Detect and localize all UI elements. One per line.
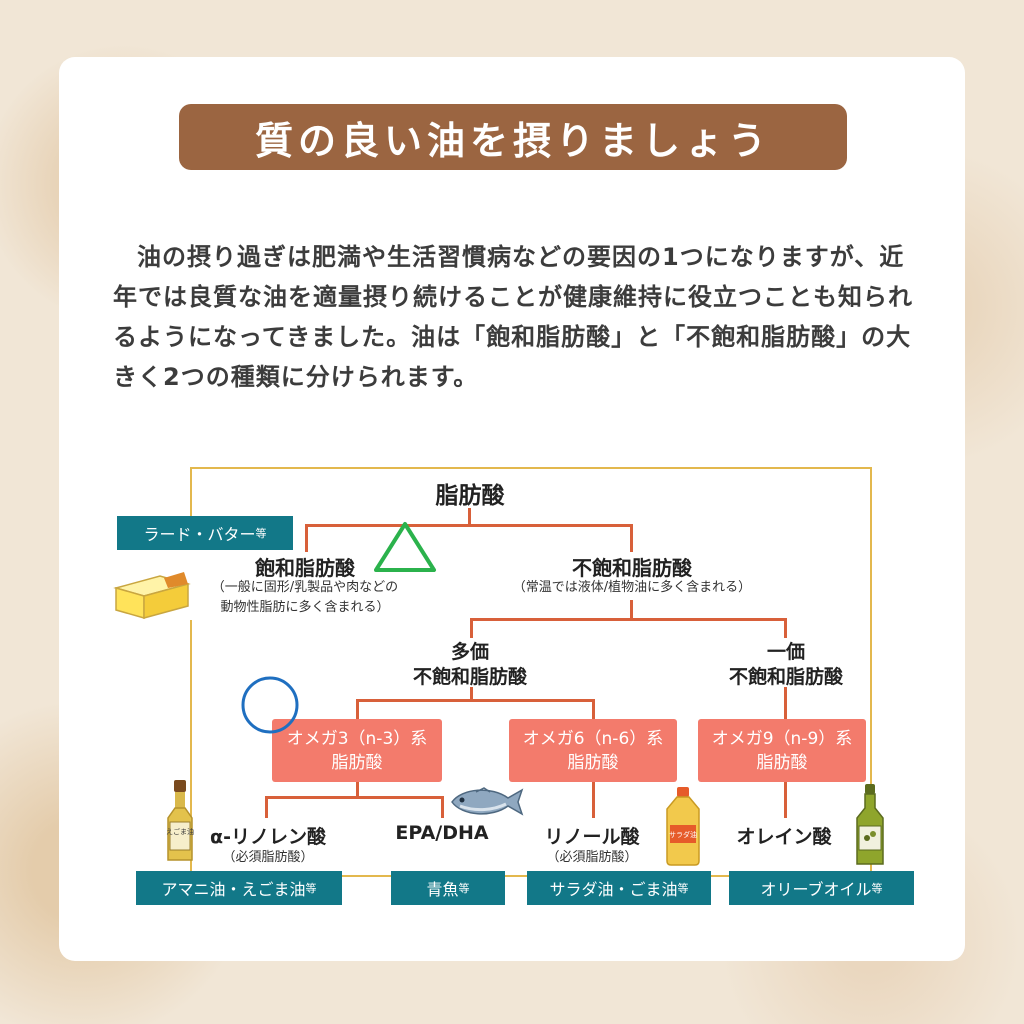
tag-salad-sesame-suffix: 等	[677, 882, 689, 895]
branch-o6-down	[592, 699, 595, 719]
branch-poly-down	[470, 618, 473, 638]
omega6-line2: 脂肪酸	[567, 752, 619, 773]
intro-paragraph: 油の摂り過ぎは肥満や生活習慣病などの要因の1つになりますが、近年では良質な油を適…	[113, 243, 913, 391]
tag-olive-oil: オリーブオイル等	[729, 871, 914, 905]
saturated-note-line1: （一般に固形/乳製品や肉などの	[211, 580, 399, 595]
tag-blue-fish-text: 青魚	[426, 880, 459, 899]
node-polyunsaturated-line2: 不飽和脂肪酸	[412, 666, 527, 688]
tag-lard-butter: ラード・バター等	[117, 516, 293, 550]
tag-olive-oil-text: オリーブオイル	[760, 880, 872, 899]
circle-mark-icon	[241, 676, 299, 734]
branch-poly-stem	[470, 687, 473, 701]
tag-salad-sesame-text: サラダ油・ごま油	[549, 880, 678, 899]
egoma-oil-bottle-icon: えごま油	[166, 780, 194, 861]
salad-oil-bottle-icon: サラダ油	[666, 787, 700, 866]
tag-blue-fish: 青魚等	[391, 871, 505, 905]
branch-o3-stem	[356, 782, 359, 798]
omega3-line1: オメガ3（n-3）系	[286, 728, 428, 749]
frame-line-left-lower	[190, 620, 192, 875]
node-saturated: 飽和脂肪酸	[255, 556, 355, 580]
branch-level3	[356, 699, 594, 702]
branch-epa-down	[441, 796, 444, 818]
node-unsaturated: 不飽和脂肪酸	[572, 556, 692, 580]
olive-oil-bottle-icon	[856, 784, 884, 865]
branch-o6-stem	[592, 782, 595, 818]
tag-blue-fish-suffix: 等	[458, 882, 470, 895]
tag-flaxseed-egoma-oil: アマニ油・えごま油等	[136, 871, 342, 905]
branch-mono-stem	[784, 687, 787, 719]
box-omega6: オメガ6（n-6）系 脂肪酸	[509, 719, 677, 782]
frame-line-left	[190, 467, 192, 525]
frame-line-top	[190, 467, 872, 469]
tag-lard-butter-suffix: 等	[255, 527, 267, 540]
box-omega3: オメガ3（n-3）系 脂肪酸	[272, 719, 442, 782]
root-node-fatty-acid: 脂肪酸	[435, 483, 505, 509]
tag-salad-sesame-oil: サラダ油・ごま油等	[527, 871, 711, 905]
leaf-linoleic-note: （必須脂肪酸）	[546, 850, 638, 865]
node-monounsaturated-line2: 不飽和脂肪酸	[728, 666, 843, 688]
branch-unsat-stem	[630, 600, 633, 620]
omega9-line1: オメガ9（n-9）系	[711, 728, 853, 749]
tag-lard-butter-text: ラード・バター	[143, 525, 256, 544]
omega3-line2: 脂肪酸	[331, 752, 383, 773]
egoma-bottle-label: えごま油	[166, 827, 194, 836]
tag-flaxseed-egoma-text: アマニ油・えごま油	[161, 880, 306, 899]
omega9-line2: 脂肪酸	[756, 752, 808, 773]
box-omega9: オメガ9（n-9）系 脂肪酸	[698, 719, 866, 782]
leaf-epa-dha: EPA/DHA	[395, 822, 489, 844]
branch-sat-down	[305, 524, 308, 552]
leaf-linoleic: リノール酸	[544, 826, 640, 848]
butter-icon	[113, 572, 191, 619]
node-monounsaturated-line1: 一価	[766, 641, 805, 663]
unsaturated-note: （常温では液体/植物油に多く含まれる）	[512, 580, 752, 595]
branch-mono-down	[784, 618, 787, 638]
fish-icon	[451, 787, 524, 816]
saturated-note-line2: 動物性脂肪に多く含まれる）	[220, 600, 390, 615]
branch-root-down	[468, 508, 471, 526]
branch-alpha-down	[265, 796, 268, 818]
triangle-mark-icon	[374, 522, 436, 572]
branch-o3-down	[356, 699, 359, 719]
frame-line-right	[870, 467, 872, 877]
omega6-line1: オメガ6（n-6）系	[522, 728, 664, 749]
tag-flaxseed-egoma-suffix: 等	[305, 882, 317, 895]
content-card: 質の良い油を摂りましょう 油の摂り過ぎは肥満や生活習慣病などの要因の1つになりま…	[59, 57, 965, 961]
tag-olive-oil-suffix: 等	[871, 882, 883, 895]
node-polyunsaturated-line1: 多価	[450, 641, 489, 663]
branch-level1	[305, 524, 632, 527]
branch-unsat-down	[630, 524, 633, 552]
branch-level2	[470, 618, 786, 621]
page-title: 質の良い油を摂りましょう	[179, 104, 847, 170]
leaf-alpha-linolenic-note: （必須脂肪酸）	[222, 850, 314, 865]
salad-bottle-label: サラダ油	[669, 830, 697, 839]
leaf-alpha-linolenic: α-リノレン酸	[210, 826, 326, 848]
leaf-oleic: オレイン酸	[736, 826, 832, 848]
branch-level4	[265, 796, 443, 799]
branch-o9-stem	[784, 782, 787, 818]
